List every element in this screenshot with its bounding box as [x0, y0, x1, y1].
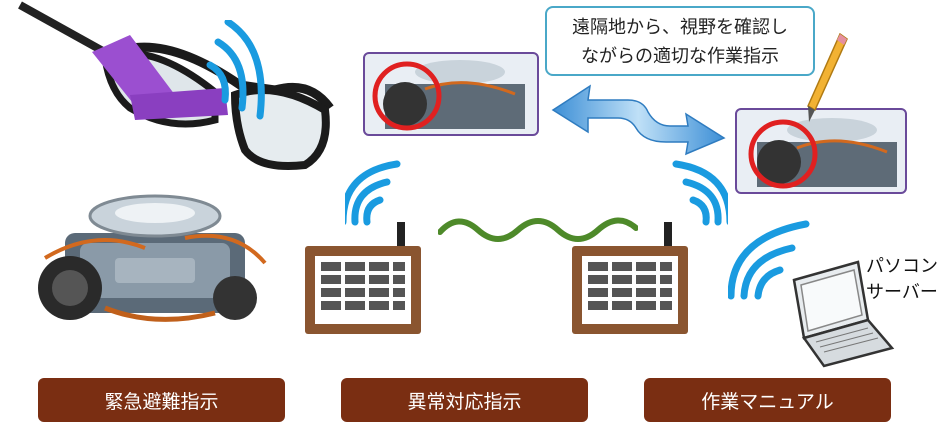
laptop-icon — [792, 260, 895, 368]
pc-label-line-2: サーバー — [866, 282, 938, 303]
callout-line-2: ながらの適切な作業指示 — [581, 46, 779, 67]
highlight-circle — [748, 119, 818, 189]
pc-label-line-1: パソコン — [866, 256, 938, 277]
gateway-device-icon — [305, 222, 421, 334]
label-work-manual: 作業マニュアル — [644, 378, 891, 422]
pencil-icon — [807, 32, 848, 122]
smart-glasses-icon — [18, 1, 334, 170]
label-anomaly-response: 異常対応指示 — [341, 378, 588, 422]
wifi-wave-icon — [206, 20, 265, 120]
engine-photo-center — [363, 52, 539, 136]
wifi-wave-icon — [728, 220, 810, 300]
wifi-wave-icon — [345, 160, 401, 226]
callout-box: 遠隔地から、視野を確認し ながらの適切な作業指示 — [545, 6, 815, 76]
engine-image — [748, 118, 897, 189]
engine-photo-right — [735, 108, 907, 194]
engine-image — [372, 60, 525, 131]
label-emergency-evacuation: 緊急避難指示 — [38, 378, 285, 422]
highlight-circle — [372, 61, 442, 131]
double-arrow-icon — [551, 84, 726, 156]
engine-image — [38, 194, 267, 322]
wifi-wave-icon — [672, 160, 728, 226]
callout-line-1: 遠隔地から、視野を確認し — [572, 17, 788, 38]
pc-server-label: パソコン サーバー — [866, 254, 938, 306]
link-wave — [438, 217, 638, 242]
gateway-device-icon — [572, 222, 688, 334]
